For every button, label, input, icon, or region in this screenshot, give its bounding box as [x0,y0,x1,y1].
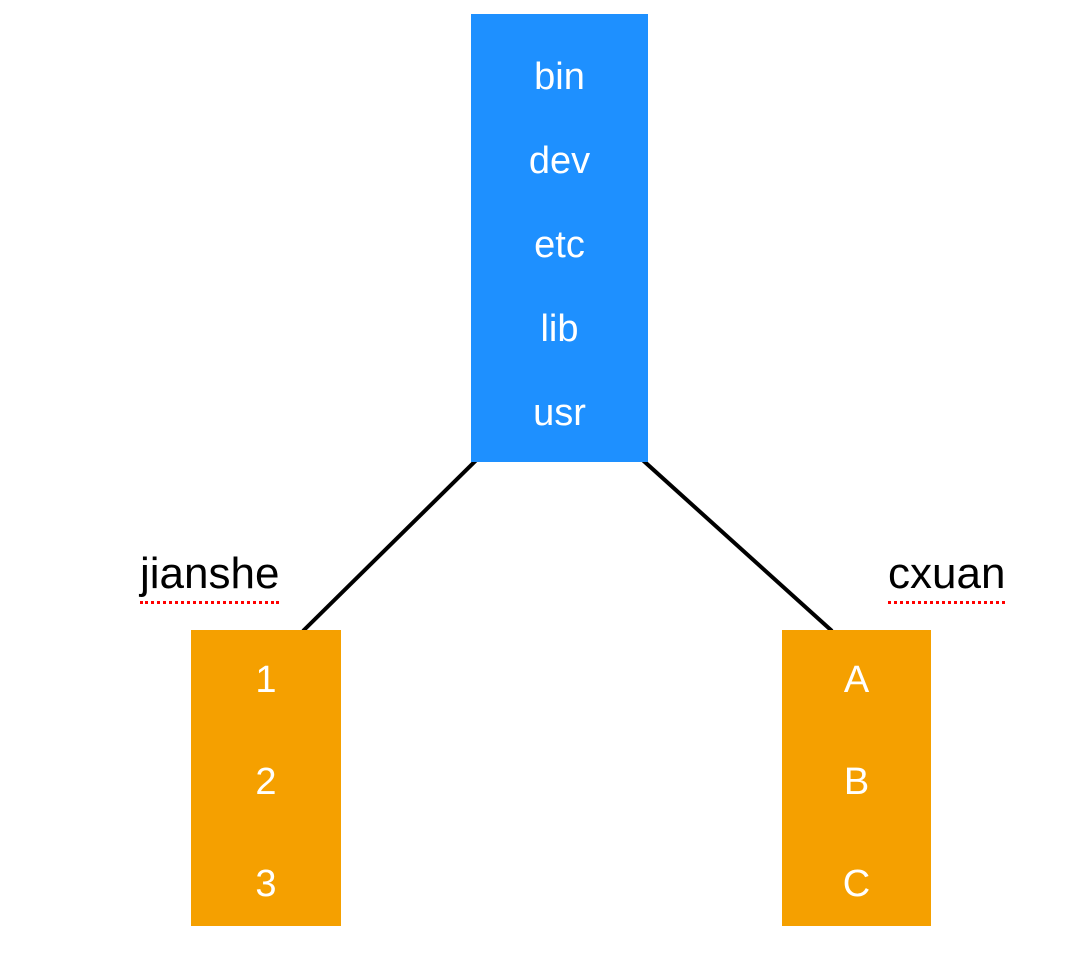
root-entry-bin: bin [534,56,585,98]
root-entry-lib: lib [540,308,579,350]
child-left-entry-3: 3 [255,863,277,905]
child-right-entry-a: A [843,659,870,701]
child-directory-block-cxuan: A B C [782,630,931,926]
root-entry-dev: dev [528,140,591,182]
root-directory-block: bin dev etc lib usr [471,14,648,462]
child-left-entry-1: 1 [255,659,277,701]
child-right-entry-c: C [842,863,871,905]
child-right-entry-b: B [843,761,870,803]
child-directory-block-jianshe: 1 2 3 [191,630,341,926]
child-label-jianshe: jianshe [140,548,280,604]
child-label-cxuan: cxuan [888,548,1006,604]
root-entry-usr: usr [533,392,586,434]
child-left-entry-2: 2 [255,761,277,803]
root-entry-etc: etc [534,224,585,266]
